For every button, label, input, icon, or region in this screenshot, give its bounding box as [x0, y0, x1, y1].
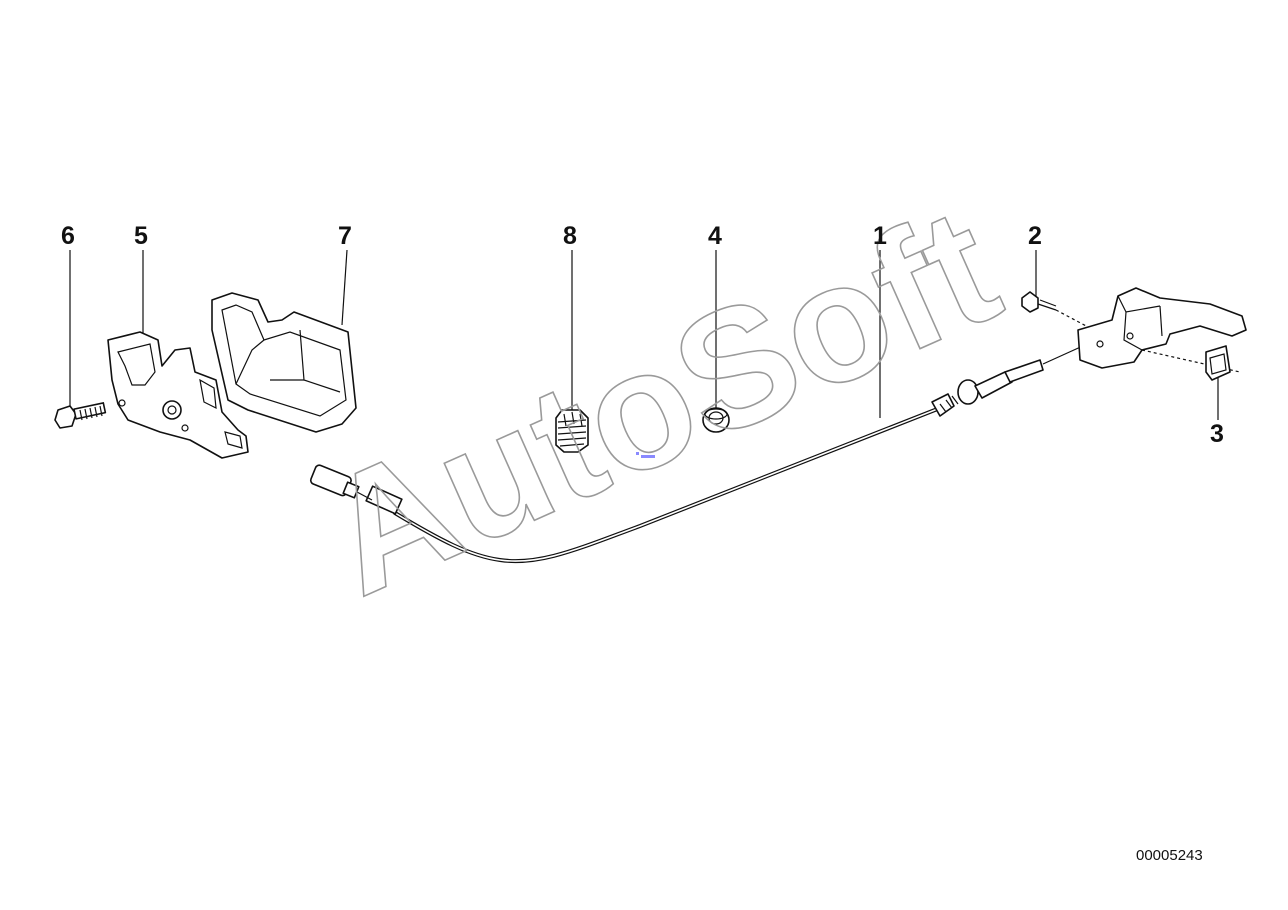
- part-1-cable: [309, 339, 1097, 564]
- part-7-cover: [211, 292, 357, 433]
- part-2-screw: [1021, 291, 1091, 329]
- leader-7: [341, 249, 348, 326]
- callout-4[interactable]: 4: [708, 222, 722, 250]
- callout-8[interactable]: 8: [563, 222, 577, 250]
- callout-2[interactable]: 2: [1028, 222, 1042, 250]
- callout-1[interactable]: 1: [873, 222, 887, 250]
- diagram-number: 00005243: [1136, 847, 1203, 864]
- right-bracket: [1077, 287, 1247, 373]
- marker-dot: [636, 452, 639, 455]
- part-4-grommet: [702, 407, 730, 433]
- part-3-clip: [1205, 345, 1231, 381]
- callout-6[interactable]: 6: [61, 222, 75, 250]
- part-5-latch: [107, 331, 249, 459]
- callout-5[interactable]: 5: [134, 222, 148, 250]
- callout-3[interactable]: 3: [1210, 420, 1224, 448]
- part-6-bolt: [54, 402, 107, 429]
- marker: [641, 455, 655, 458]
- leader-lines: [69, 249, 1219, 420]
- callout-7[interactable]: 7: [338, 222, 352, 250]
- part-8-spring: [555, 409, 589, 453]
